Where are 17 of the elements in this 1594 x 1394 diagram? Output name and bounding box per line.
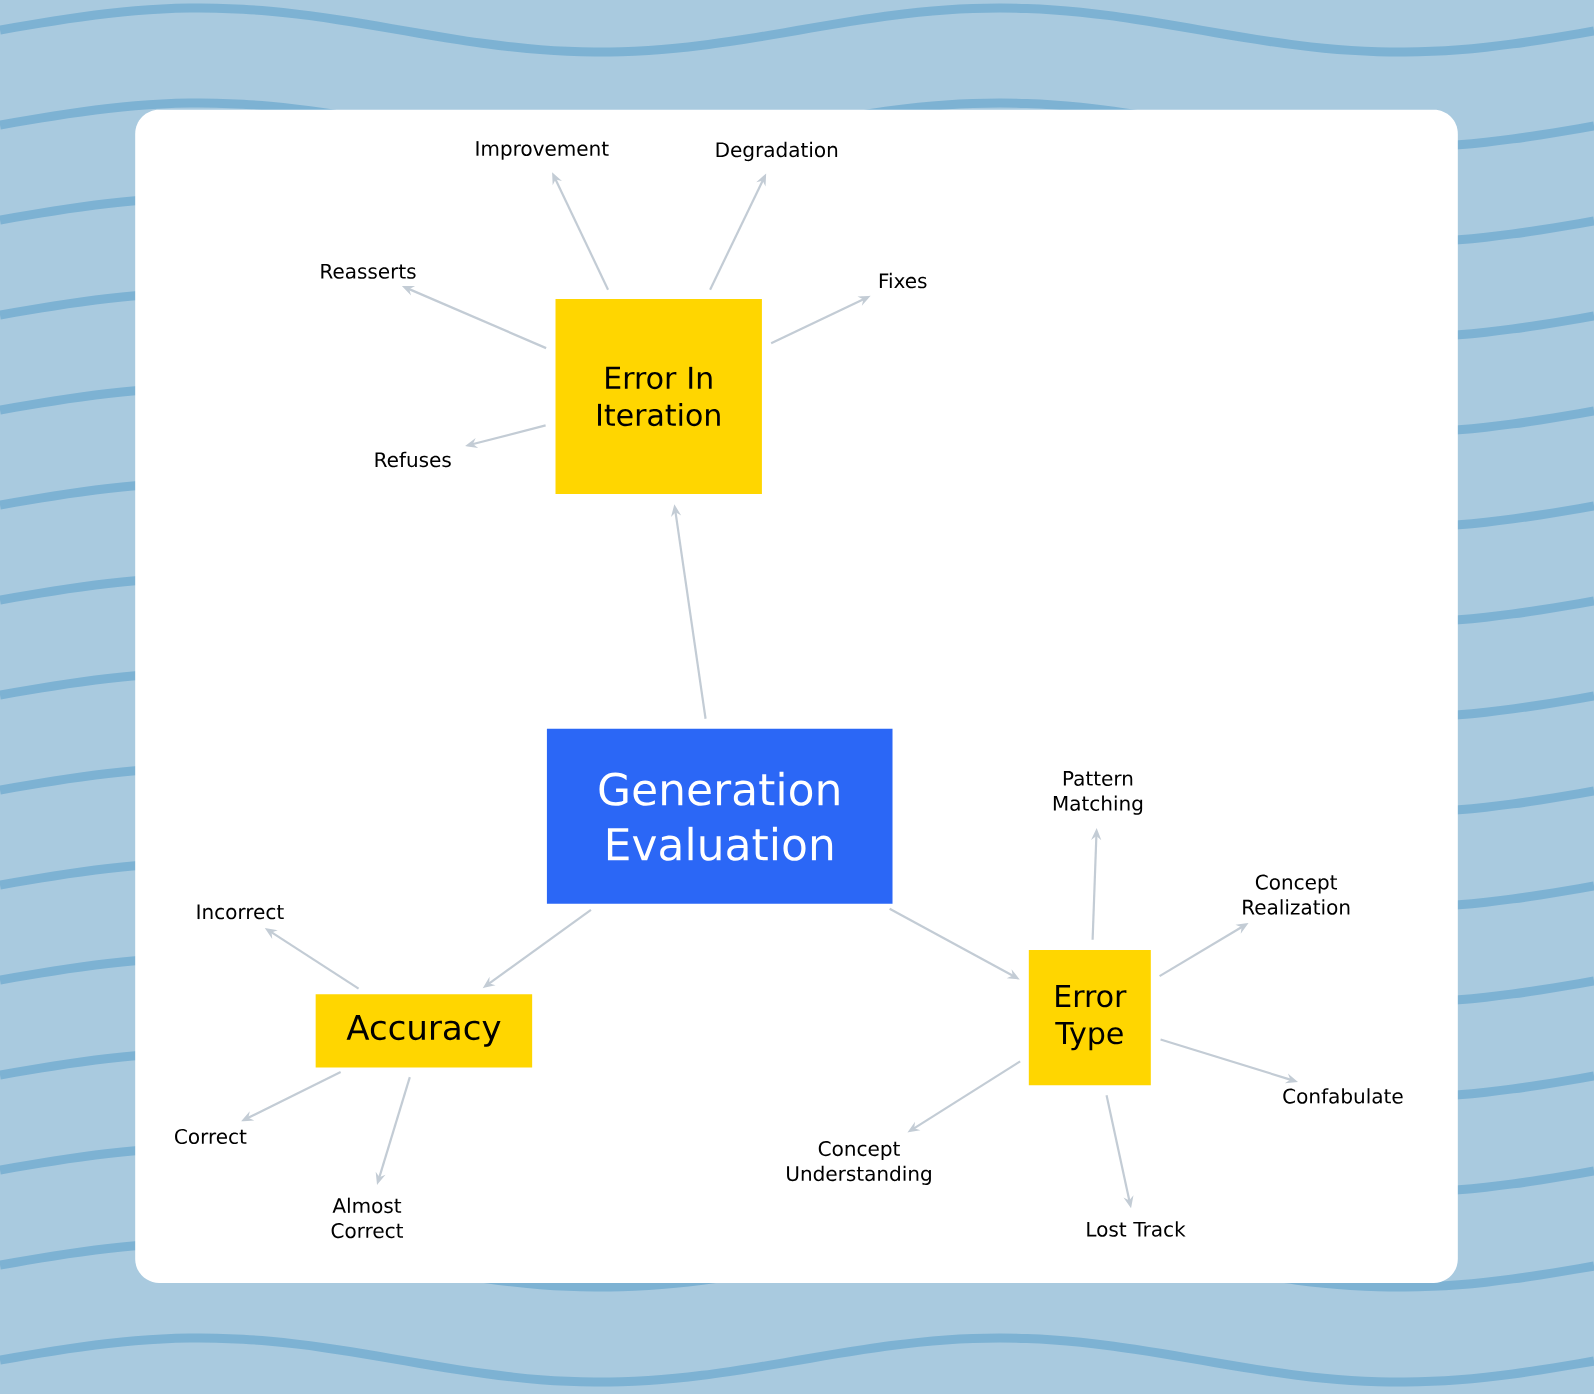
main-topic-box: Generation Evaluation (546, 728, 893, 904)
topic-note: Error Type (1028, 950, 1151, 1086)
leaf-label: Correct (175, 1128, 247, 1145)
topic-note: Accuracy (315, 994, 533, 1068)
leaf-label: Confabulate (1283, 1088, 1403, 1104)
leaf-label: Lost Track (1087, 1221, 1186, 1237)
leaf-label: Concept Understanding (787, 1141, 931, 1185)
leaf-label: Incorrect (197, 904, 284, 920)
leaf-label: Concept Realization (1243, 874, 1350, 915)
leaf-label: Almost Correct (331, 1197, 403, 1239)
leaf-label: Degradation (716, 141, 838, 162)
leaf-label: Refuses (375, 451, 451, 468)
topic-note: Error In Iteration (555, 298, 762, 495)
leaf-label: Pattern Matching (1053, 771, 1143, 815)
leaf-label: Improvement (476, 141, 609, 160)
leaf-label: Reasserts (321, 264, 416, 279)
leaf-label: Fixes (879, 272, 927, 289)
